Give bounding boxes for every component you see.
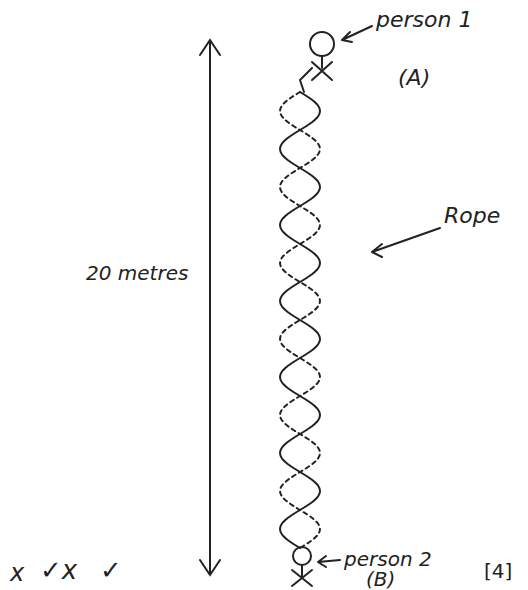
person-label: person 1 — [376, 8, 472, 32]
score-label: [4] — [484, 560, 512, 582]
person-body — [292, 565, 312, 586]
dimension-arrow — [200, 40, 220, 575]
rope-dashed — [280, 92, 320, 548]
rope-solid — [280, 92, 320, 548]
arm — [300, 68, 312, 92]
person-tag: (A) — [398, 66, 430, 90]
mark: ✓ — [100, 556, 122, 585]
rope-label: Rope — [444, 204, 500, 228]
person-head — [310, 32, 334, 56]
person-label: person 2 — [344, 548, 432, 570]
mark: x — [10, 560, 24, 586]
leader-arrow — [318, 556, 340, 567]
person-head — [293, 547, 311, 565]
person-body — [312, 56, 332, 80]
person-tag: (B) — [366, 568, 395, 590]
mark: ✓x — [40, 556, 77, 585]
dimension-label: 20 metres — [86, 262, 188, 284]
leader-arrow — [342, 26, 372, 42]
leader-arrow — [372, 228, 440, 257]
